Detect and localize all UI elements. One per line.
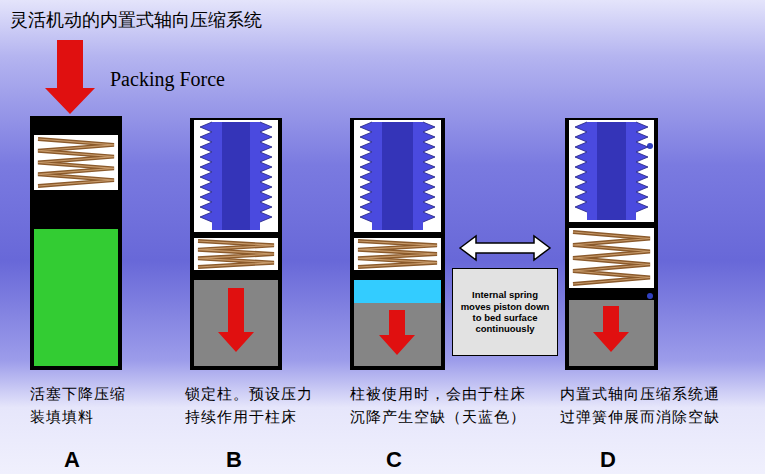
- column-c: [350, 118, 445, 370]
- thread: [360, 202, 372, 212]
- thread: [360, 152, 372, 162]
- thread: [636, 182, 648, 192]
- thread: [636, 122, 648, 132]
- thread: [360, 172, 372, 182]
- caption: 活塞下降压缩装填填料: [30, 383, 134, 430]
- panel-letter: D: [600, 443, 616, 474]
- thread: [200, 142, 212, 152]
- thread: [260, 202, 272, 212]
- thread: [200, 192, 212, 202]
- double-arrow: [460, 236, 550, 260]
- spring-highlight: [573, 232, 650, 284]
- thread: [360, 182, 372, 192]
- thread: [636, 132, 648, 142]
- spring: [358, 241, 437, 267]
- panel-letter: B: [226, 443, 242, 474]
- spring: [198, 241, 274, 267]
- title: 灵活机动的内置式轴向压缩系统: [10, 8, 262, 32]
- force-label: Packing Force: [110, 64, 225, 95]
- pressure-arrow: [379, 310, 415, 355]
- note-text: Internal spring moves piston down to bed…: [457, 289, 553, 335]
- thread: [360, 122, 372, 132]
- thread: [575, 122, 587, 132]
- thread: [575, 152, 587, 162]
- thread: [575, 142, 587, 152]
- thread: [360, 162, 372, 172]
- thread: [360, 132, 372, 142]
- piston-core: [382, 122, 413, 230]
- caption: 柱被使用时，会由于柱床沉降产生空缺（天蓝色）: [350, 383, 530, 430]
- thread: [423, 182, 435, 192]
- thread: [575, 182, 587, 192]
- thread: [423, 132, 435, 142]
- thread: [575, 132, 587, 142]
- thread: [636, 162, 648, 172]
- piston-core: [222, 122, 250, 230]
- caption: 内置式轴向压缩系统通过弹簧伸展而消除空缺: [560, 383, 725, 430]
- thread: [200, 202, 212, 212]
- thread: [636, 172, 648, 182]
- thread: [360, 142, 372, 152]
- thread: [200, 182, 212, 192]
- thread: [200, 152, 212, 162]
- column-b: [190, 118, 282, 370]
- piston-rod: [587, 122, 636, 220]
- thread: [260, 212, 272, 222]
- thread: [260, 152, 272, 162]
- thread: [423, 202, 435, 212]
- thread: [260, 172, 272, 182]
- thread: [260, 182, 272, 192]
- thread: [575, 172, 587, 182]
- thread: [260, 162, 272, 172]
- spring-highlight: [38, 139, 114, 186]
- caption: 锁定柱。预设压力持续作用于柱床: [185, 383, 317, 430]
- pressure-arrow: [218, 288, 254, 352]
- note-box: Internal spring moves piston down to bed…: [452, 268, 558, 356]
- spring: [38, 139, 114, 186]
- thread: [423, 212, 435, 222]
- thread: [260, 192, 272, 202]
- piston-core: [597, 122, 626, 220]
- thread: [423, 142, 435, 152]
- piston-rod: [212, 122, 260, 230]
- thread: [575, 162, 587, 172]
- thread: [575, 192, 587, 202]
- spring-highlight: [358, 241, 437, 267]
- thread: [636, 202, 648, 212]
- thread: [260, 132, 272, 142]
- thread: [200, 172, 212, 182]
- piston-rod: [372, 122, 423, 230]
- spring: [573, 232, 650, 284]
- thread: [423, 192, 435, 202]
- thread: [360, 212, 372, 222]
- thread: [575, 202, 587, 212]
- thread: [636, 152, 648, 162]
- thread: [636, 142, 648, 152]
- column-a: [30, 116, 122, 370]
- thread: [200, 162, 212, 172]
- panel-letter: A: [64, 443, 80, 474]
- panel-letter: C: [386, 443, 402, 474]
- thread: [260, 122, 272, 132]
- spring-highlight: [198, 241, 274, 267]
- thread: [360, 192, 372, 202]
- column-d: [565, 118, 658, 370]
- pressure-arrow: [593, 306, 629, 352]
- thread: [200, 132, 212, 142]
- thread: [260, 142, 272, 152]
- thread: [423, 172, 435, 182]
- thread: [200, 212, 212, 222]
- thread: [636, 192, 648, 202]
- thread: [200, 122, 212, 132]
- thread: [423, 152, 435, 162]
- thread: [423, 122, 435, 132]
- force-arrow: [45, 40, 95, 114]
- thread: [423, 162, 435, 172]
